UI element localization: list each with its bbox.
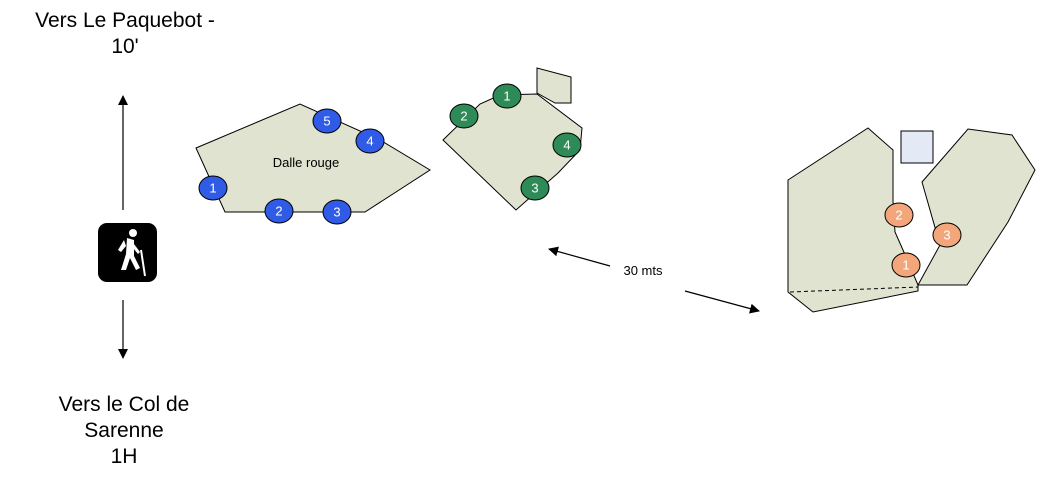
dalle-rouge-route-number-4: 4	[366, 134, 373, 149]
dalle-rouge-route-marker-2: 2	[264, 198, 294, 224]
north-direction-line1: Vers Le Paquebot -	[35, 9, 215, 32]
right-block-square	[900, 130, 934, 164]
middle-block-route-marker-3: 3	[520, 175, 550, 201]
sector-middle-block: 1 2 3 4	[442, 67, 583, 211]
distance-label: 30 mts	[623, 263, 663, 278]
distance-arrow-right	[684, 290, 760, 314]
middle-block-route-number-3: 3	[531, 181, 538, 196]
sector-right-block: 1 2 3	[787, 127, 1036, 313]
south-direction-label: Vers le Col de Sarenne 1H	[30, 392, 218, 470]
north-direction-label: Vers Le Paquebot - 10'	[0, 8, 250, 60]
dalle-rouge-route-number-3: 3	[333, 205, 340, 220]
right-block-right-rock	[917, 128, 1036, 286]
right-block-route-number-1: 1	[902, 258, 909, 273]
south-direction-line1: Vers le Col de	[58, 393, 190, 416]
middle-block-routes: 1 2 3 4	[449, 83, 582, 201]
dalle-rouge-route-number-1: 1	[209, 181, 216, 196]
dalle-rouge-route-number-5: 5	[323, 114, 330, 129]
right-block-route-marker-3: 3	[932, 222, 962, 248]
middle-block-route-number-4: 4	[563, 138, 570, 153]
middle-block-route-marker-2: 2	[449, 103, 479, 129]
dalle-rouge-route-marker-1: 1	[198, 175, 228, 201]
hiker-icon	[98, 223, 157, 282]
dalle-rouge-rock	[195, 103, 431, 213]
middle-block-route-marker-1: 1	[492, 83, 522, 109]
south-direction-line2: Sarenne	[84, 419, 164, 442]
right-block-routes: 1 2 3	[884, 202, 962, 278]
right-block-dashed-line	[789, 286, 919, 293]
right-block-route-number-3: 3	[943, 228, 950, 243]
north-direction-line2: 10'	[111, 35, 139, 58]
south-direction-line3: 1H	[110, 445, 138, 468]
middle-block-route-marker-4: 4	[552, 132, 582, 158]
right-block-left-rock	[787, 127, 919, 313]
dalle-rouge-route-marker-3: 3	[322, 199, 352, 225]
right-block-route-marker-2: 2	[884, 202, 914, 228]
dalle-rouge-route-number-2: 2	[275, 204, 282, 219]
dalle-rouge-routes: 1 2 3 4 5	[198, 108, 385, 225]
distance-arrow-left	[548, 246, 611, 267]
middle-block-route-number-2: 2	[460, 109, 467, 124]
distance-indicator: 30 mts	[548, 246, 760, 314]
middle-block-route-number-1: 1	[503, 89, 510, 104]
dalle-rouge-route-marker-5: 5	[312, 108, 342, 134]
right-block-route-number-2: 2	[895, 208, 902, 223]
sector-dalle-rouge: Dalle rouge 1 2 3 4 5	[195, 103, 431, 225]
right-block-route-marker-1: 1	[891, 252, 921, 278]
dalle-rouge-label: Dalle rouge	[273, 155, 340, 170]
dalle-rouge-route-marker-4: 4	[355, 128, 385, 154]
